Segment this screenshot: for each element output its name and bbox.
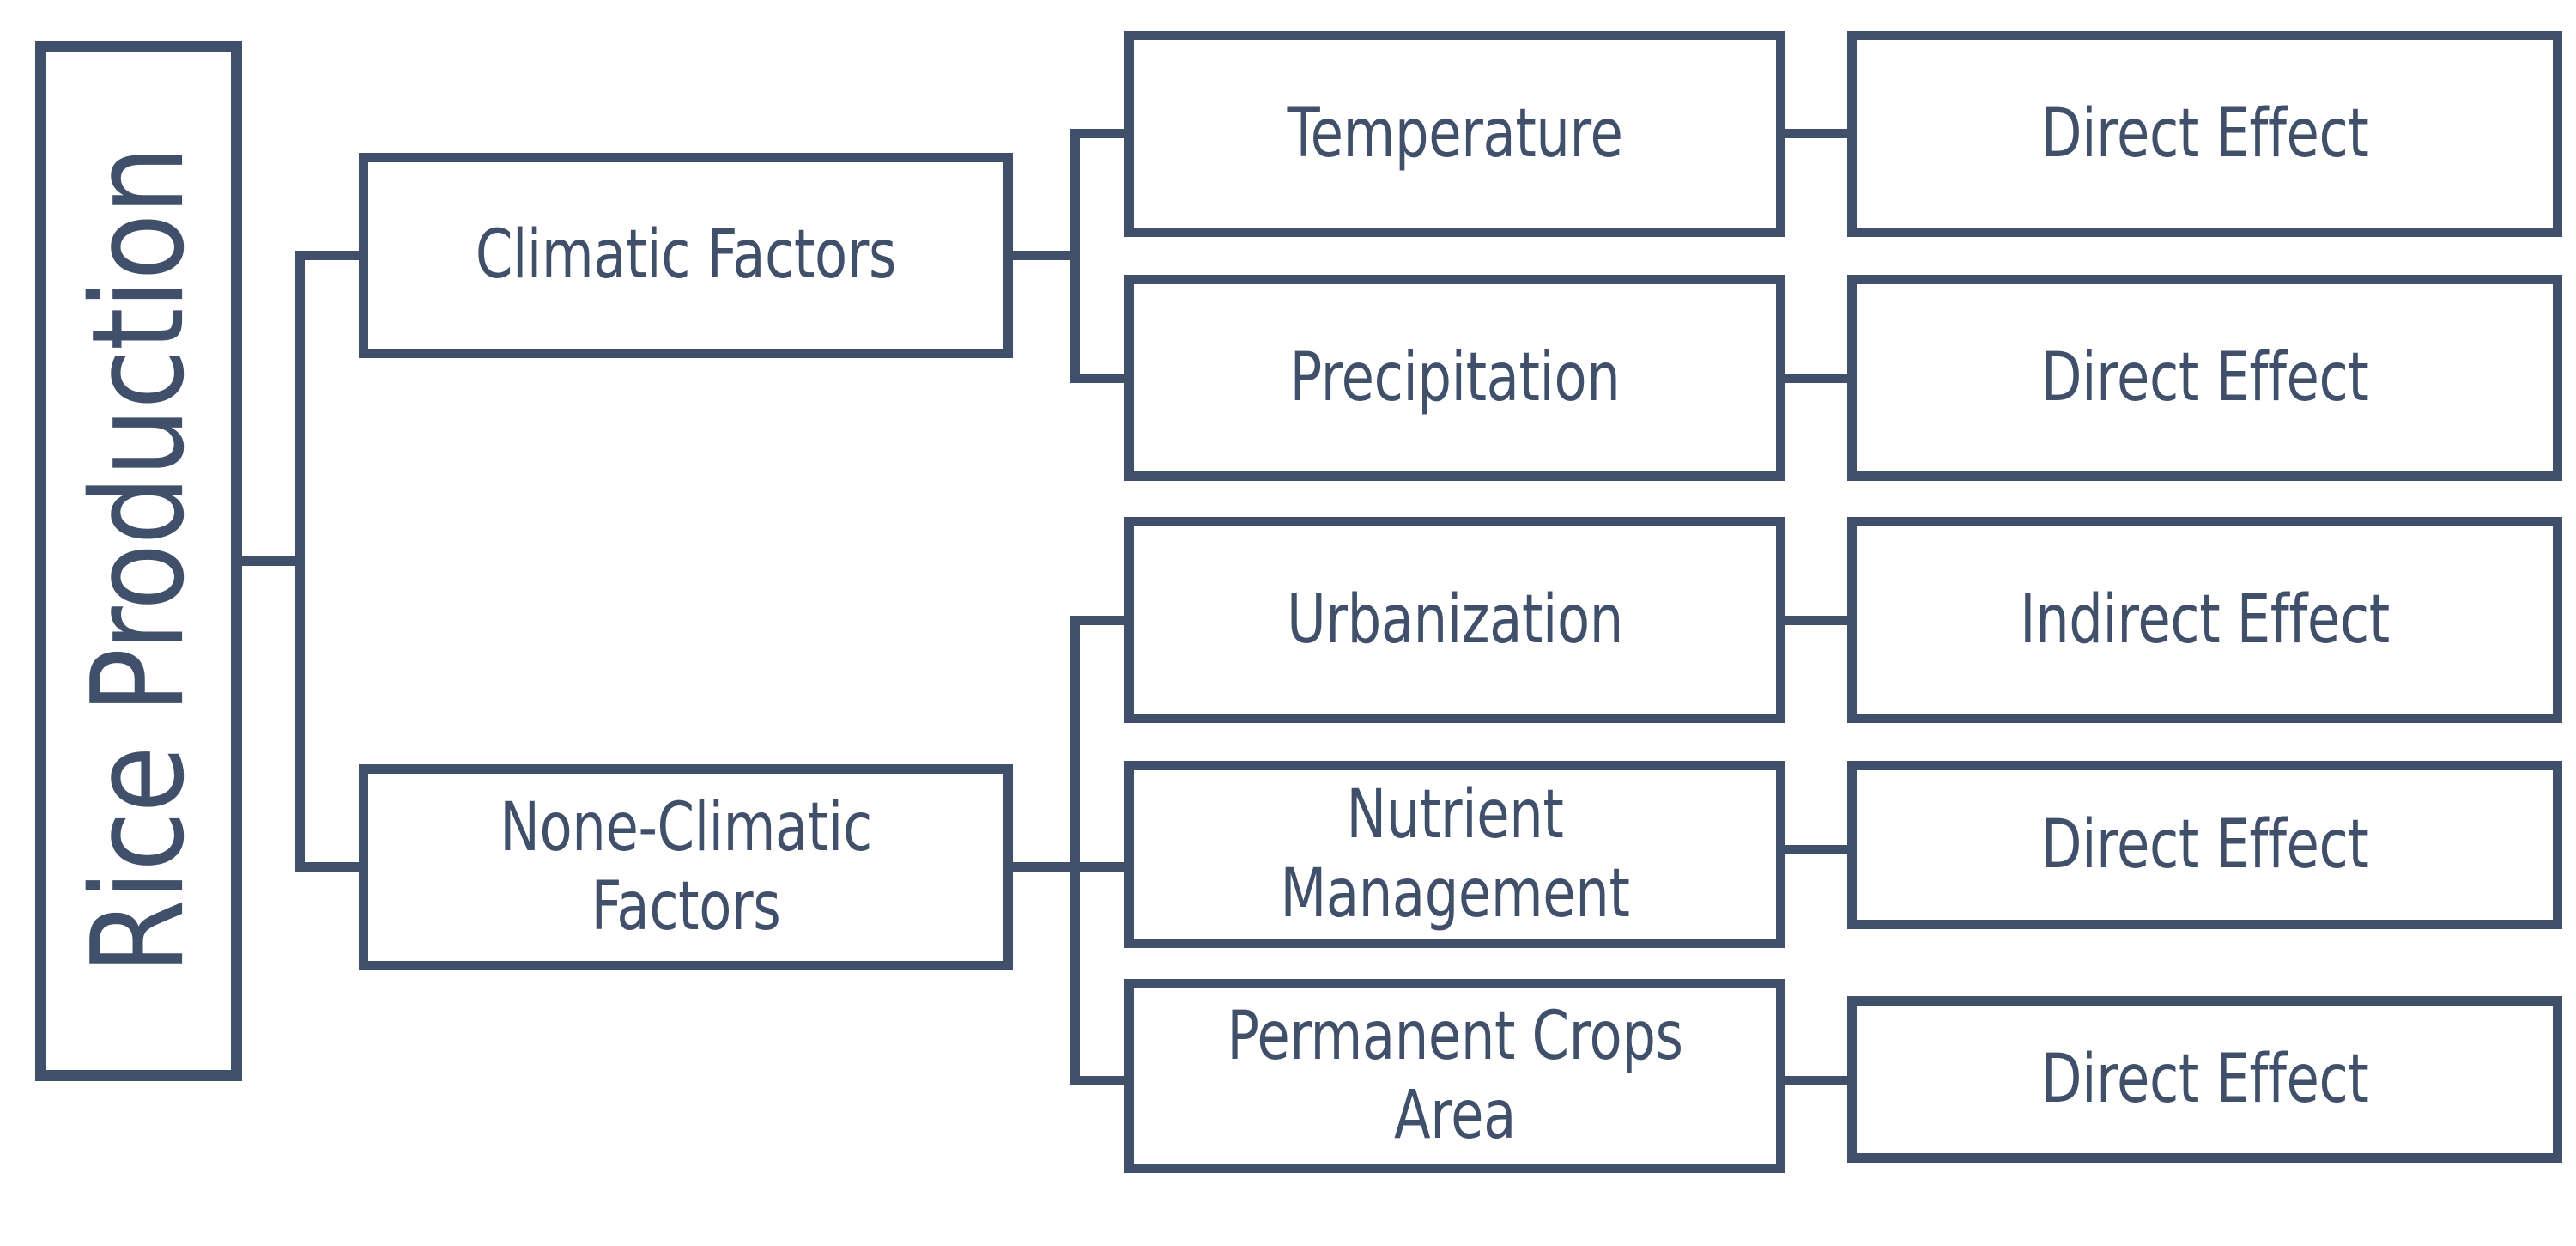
connector-climatic-stub xyxy=(1009,251,1078,260)
connector-climatic-trunk xyxy=(1070,129,1080,383)
connector-root-trunk xyxy=(295,251,305,872)
node-effect-permanent-crops-area-label: Direct Effect xyxy=(2040,1040,2369,1118)
node-climatic-factors-label: Climatic Factors xyxy=(475,216,897,295)
node-effect-urbanization-label: Indirect Effect xyxy=(2020,580,2390,659)
node-effect-nutrient-management[interactable]: Direct Effect xyxy=(1847,761,2562,929)
node-urbanization-label: Urbanization xyxy=(1287,580,1623,659)
connector-urbanization-to-effect3 xyxy=(1780,616,1852,625)
connector-permanent-to-effect5 xyxy=(1780,1076,1852,1085)
connector-climatic-to-temperature xyxy=(1070,129,1130,138)
connector-temperature-to-effect1 xyxy=(1780,129,1852,138)
connector-nonclimatic-to-urbanization xyxy=(1070,616,1130,625)
connector-climatic-to-precipitation xyxy=(1070,374,1130,383)
connector-root-stub xyxy=(231,556,305,566)
node-climatic-factors[interactable]: Climatic Factors xyxy=(359,153,1013,358)
node-effect-permanent-crops-area[interactable]: Direct Effect xyxy=(1847,996,2562,1163)
node-temperature[interactable]: Temperature xyxy=(1124,31,1785,237)
node-effect-precipitation-label: Direct Effect xyxy=(2040,338,2369,416)
connector-precipitation-to-effect2 xyxy=(1780,374,1852,383)
node-effect-urbanization[interactable]: Indirect Effect xyxy=(1847,517,2562,723)
connector-nonclimatic-stub xyxy=(1009,862,1078,872)
node-effect-precipitation[interactable]: Direct Effect xyxy=(1847,275,2562,481)
node-effect-temperature[interactable]: Direct Effect xyxy=(1847,31,2562,237)
node-rice-production[interactable]: Rice Production xyxy=(35,41,242,1081)
connector-nonclimatic-to-permanent xyxy=(1070,1076,1130,1085)
node-precipitation-label: Precipitation xyxy=(1289,338,1621,416)
node-temperature-label: Temperature xyxy=(1287,94,1623,173)
node-urbanization[interactable]: Urbanization xyxy=(1124,517,1785,723)
connector-root-to-nonclimatic xyxy=(295,862,364,872)
node-effect-nutrient-management-label: Direct Effect xyxy=(2040,805,2369,884)
node-precipitation[interactable]: Precipitation xyxy=(1124,275,1785,481)
connector-nutrient-to-effect4 xyxy=(1780,845,1852,854)
connector-nonclimatic-to-nutrient xyxy=(1070,862,1130,872)
connector-nonclimatic-trunk xyxy=(1070,616,1080,1085)
connector-root-to-climatic xyxy=(295,251,364,260)
node-effect-temperature-label: Direct Effect xyxy=(2040,94,2369,173)
node-rice-production-label: Rice Production xyxy=(64,147,213,976)
